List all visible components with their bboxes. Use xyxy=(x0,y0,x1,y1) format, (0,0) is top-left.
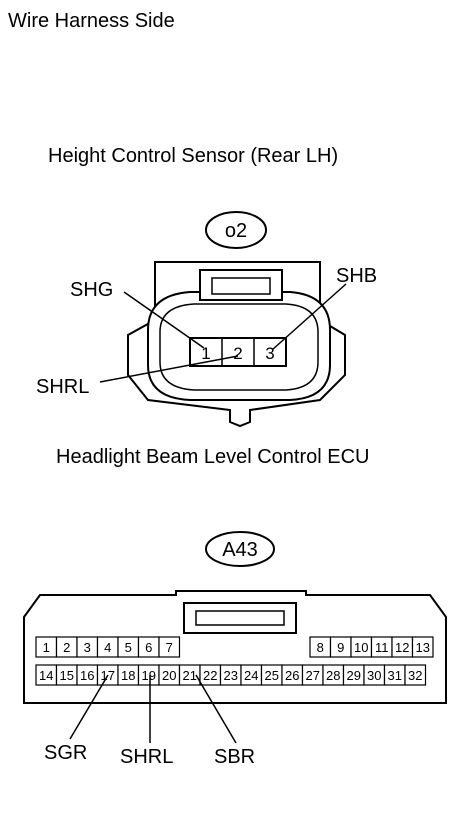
sensor-connector-diagram: o2 1 2 3 SHG SHB SHRL xyxy=(36,211,377,428)
ecu-pin-number: 30 xyxy=(367,668,381,683)
ecu-connector-id-oval xyxy=(205,531,275,567)
ecu-title: Headlight Beam Level Control ECU xyxy=(56,446,370,468)
ecu-pin-cell xyxy=(411,636,434,658)
sensor-label-shrl: SHRL xyxy=(36,376,89,398)
ecu-pin-number: 20 xyxy=(162,668,176,683)
ecu-pin-number: 7 xyxy=(166,640,173,655)
ecu-pin-number: 10 xyxy=(354,640,368,655)
ecu-label-sbr: SBR xyxy=(214,746,255,768)
ecu-pin-number: 21 xyxy=(183,668,197,683)
ecu-pin-number: 19 xyxy=(142,668,156,683)
ecu-pin-number: 4 xyxy=(104,640,111,655)
sensor-connector-id-oval xyxy=(205,211,267,249)
ecu-pin-number: 18 xyxy=(121,668,135,683)
sensor-pin: 3 xyxy=(265,344,274,363)
leader-line-sgr xyxy=(69,674,109,740)
ecu-pin-number: 25 xyxy=(265,668,279,683)
ecu-pin-number: 28 xyxy=(326,668,340,683)
sensor-connector-id: o2 xyxy=(225,220,247,242)
sensor-title: Height Control Sensor (Rear LH) xyxy=(48,145,339,167)
ecu-pin-number: 14 xyxy=(39,668,53,683)
ecu-pin-number: 16 xyxy=(80,668,94,683)
ecu-pin-cell xyxy=(158,636,181,658)
ecu-pin-number: 5 xyxy=(125,640,132,655)
ecu-pin-number: 22 xyxy=(203,668,217,683)
ecu-pin-cell xyxy=(404,664,427,686)
sensor-pin: 2 xyxy=(233,344,242,363)
ecu-label-shrl: SHRL xyxy=(120,746,173,768)
leader-line-sbr xyxy=(195,674,237,744)
sensor-label-shg: SHG xyxy=(70,279,113,301)
ecu-pin-number: 26 xyxy=(285,668,299,683)
ecu-pin-number: 8 xyxy=(317,640,324,655)
ecu-pin-number: 9 xyxy=(337,640,344,655)
ecu-pin-number: 11 xyxy=(375,640,389,655)
ecu-label-sgr: SGR xyxy=(44,742,87,764)
leader-line-shg xyxy=(123,291,205,349)
sensor-pin: 1 xyxy=(201,344,210,363)
sensor-label-shb: SHB xyxy=(336,265,377,287)
ecu-pin-number: 32 xyxy=(408,668,422,683)
ecu-pin-number: 3 xyxy=(84,640,91,655)
ecu-latch-inner xyxy=(195,610,285,626)
ecu-connector-id: A43 xyxy=(222,539,258,561)
ecu-pin-number: 6 xyxy=(145,640,152,655)
ecu-pin-number: 15 xyxy=(60,668,74,683)
ecu-pin-number: 29 xyxy=(347,668,361,683)
ecu-pin-number: 13 xyxy=(416,640,430,655)
page-header: Wire Harness Side xyxy=(8,10,175,32)
sensor-latch-inner xyxy=(211,277,271,295)
ecu-pin-number: 23 xyxy=(224,668,238,683)
leader-line-shrl xyxy=(99,355,239,383)
ecu-pin-number: 12 xyxy=(395,640,409,655)
ecu-pin-number: 31 xyxy=(388,668,402,683)
ecu-pin-number: 2 xyxy=(63,640,70,655)
ecu-pin-number: 27 xyxy=(306,668,320,683)
leader-line-shb xyxy=(271,283,347,351)
ecu-pin-number: 24 xyxy=(244,668,258,683)
ecu-pin-number: 1 xyxy=(43,640,50,655)
